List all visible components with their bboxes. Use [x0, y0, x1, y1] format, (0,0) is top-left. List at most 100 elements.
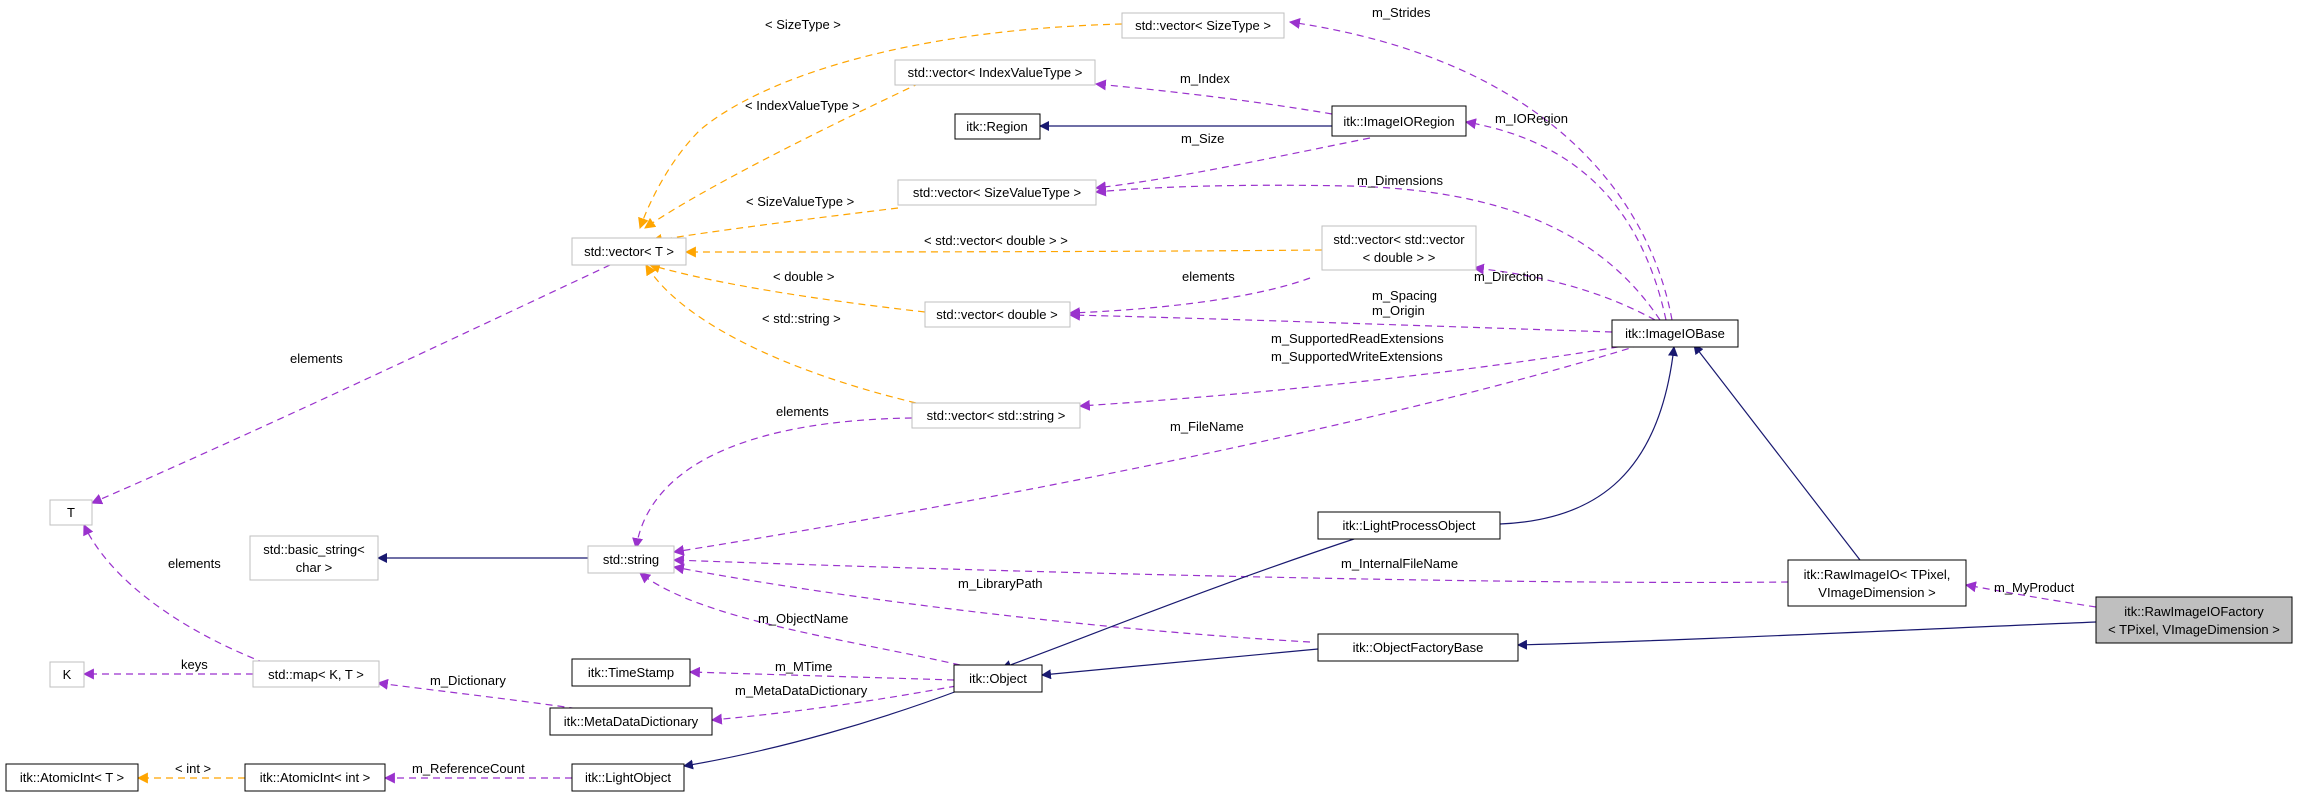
svg-text:std::vector< IndexValueType >: std::vector< IndexValueType > [908, 65, 1083, 80]
svg-text:itk::Region: itk::Region [966, 119, 1027, 134]
node-vector-string[interactable]: std::vector< std::string > [911, 402, 1081, 429]
edge-rawimageio-internal-filename: m_InternalFileName [672, 554, 1789, 584]
edge-label-ioregion: m_IORegion [1495, 111, 1568, 126]
edge-imageiobase-filename: m_FileName [672, 344, 1641, 556]
edge-label-elements-vd: elements [1182, 269, 1235, 284]
edge-label-vector-double-tpl: < std::vector< double > > [924, 233, 1068, 248]
node-vector-sizevaluetype[interactable]: std::vector< SizeValueType > [897, 179, 1097, 206]
edge-object-mtime: m_MTime [688, 659, 955, 681]
edge-vector-vector-double-to-vector-t: < std::vector< double > > [684, 233, 1323, 258]
node-atomicint-t[interactable]: itk::AtomicInt< T > [5, 763, 139, 792]
edge-objectfactorybase-librarypath: m_LibraryPath [672, 563, 1311, 643]
edge-label-index: m_Index [1180, 71, 1230, 86]
svg-text:itk::RawImageIO< TPixel,: itk::RawImageIO< TPixel, [1804, 567, 1951, 582]
edge-label-size: m_Size [1181, 131, 1224, 146]
node-region[interactable]: itk::Region [954, 113, 1041, 140]
node-vector-sizetype[interactable]: std::vector< SizeType > [1121, 12, 1285, 39]
edge-label-write-extensions: m_SupportedWriteExtensions [1271, 349, 1443, 364]
svg-text:char >: char > [296, 560, 333, 575]
edge-label-double-tpl: < double > [773, 269, 834, 284]
edge-label-spacing: m_Spacing [1372, 288, 1437, 303]
svg-text:std::map< K, T >: std::map< K, T > [268, 667, 364, 682]
edge-rawimageiofactory-inherits-objectfactorybase [1517, 621, 2097, 650]
svg-text:itk::LightObject: itk::LightObject [585, 770, 671, 785]
svg-text:std::vector< SizeType >: std::vector< SizeType > [1135, 18, 1271, 33]
node-lightobject[interactable]: itk::LightObject [571, 763, 685, 792]
edge-label-metadatadictionary: m_MetaDataDictionary [735, 683, 868, 698]
edge-imageiobase-direction: m_Direction [1472, 263, 1656, 321]
svg-text:itk::ImageIORegion: itk::ImageIORegion [1343, 114, 1454, 129]
node-metadatadictionary[interactable]: itk::MetaDataDictionary [549, 707, 713, 736]
svg-text:itk::LightProcessObject: itk::LightProcessObject [1343, 518, 1476, 533]
node-vector-t[interactable]: std::vector< T > [571, 237, 687, 266]
edge-vector-string-to-vector-t: < std::string > [645, 264, 917, 404]
edge-label-elements-map: elements [168, 556, 221, 571]
edge-label-librarypath: m_LibraryPath [958, 576, 1043, 591]
node-basic-string[interactable]: std::basic_string< char > [249, 535, 379, 581]
edge-label-dictionary: m_Dictionary [430, 673, 506, 688]
node-atomicint-int[interactable]: itk::AtomicInt< int > [244, 763, 386, 792]
edge-vector-indexvaluetype-to-vector-t: < IndexValueType > [644, 82, 921, 229]
edge-label-indexvaluetype: < IndexValueType > [745, 98, 860, 113]
svg-text:VImageDimension >: VImageDimension > [1818, 585, 1935, 600]
edge-object-objectname: m_ObjectName [639, 572, 961, 666]
node-vector-indexvaluetype[interactable]: std::vector< IndexValueType > [894, 59, 1096, 86]
edge-imageioregion-size: m_Size [1094, 131, 1371, 193]
node-imageiobase[interactable]: itk::ImageIOBase [1611, 319, 1739, 348]
svg-text:K: K [63, 667, 72, 682]
edge-label-sizevaluetype: < SizeValueType > [746, 194, 854, 209]
edge-metadatadictionary-dictionary: m_Dictionary [376, 673, 601, 713]
edge-label-read-extensions: m_SupportedReadExtensions [1271, 331, 1444, 346]
node-object[interactable]: itk::Object [953, 664, 1043, 693]
edge-object-inherits-lightprocessobject [1001, 536, 1361, 670]
node-t[interactable]: T [49, 499, 93, 526]
edge-imageiobase-supported-extensions: m_SupportedReadExtensions m_SupportedWri… [1078, 331, 1631, 411]
edge-vector-double-to-vector-t: < double > [648, 262, 926, 313]
node-vector-double[interactable]: std::vector< double > [924, 301, 1071, 328]
edge-label-myproduct: m_MyProduct [1994, 580, 2075, 595]
edge-imageiobase-spacing-origin: m_Spacing m_Origin [1068, 288, 1613, 333]
svg-text:< double > >: < double > > [1363, 250, 1436, 265]
edge-vector-vector-double-elements: elements [1068, 269, 1311, 319]
svg-text:std::basic_string<: std::basic_string< [263, 542, 365, 557]
node-objectfactorybase[interactable]: itk::ObjectFactoryBase [1317, 633, 1519, 662]
node-string[interactable]: std::string [587, 545, 675, 574]
edge-imageiobase-strides: m_Strides [1288, 5, 1673, 321]
edge-label-sizetype: < SizeType > [765, 17, 841, 32]
node-k[interactable]: K [49, 661, 85, 688]
svg-text:itk::ObjectFactoryBase: itk::ObjectFactoryBase [1353, 640, 1484, 655]
edge-label-int-tpl: < int > [175, 761, 211, 776]
node-rawimageio[interactable]: itk::RawImageIO< TPixel, VImageDimension… [1787, 559, 1967, 607]
svg-text:T: T [67, 505, 75, 520]
node-imageioregion[interactable]: itk::ImageIORegion [1331, 105, 1467, 137]
node-rawimageiofactory[interactable]: itk::RawImageIOFactory < TPixel, VImageD… [2095, 596, 2293, 644]
svg-text:itk::AtomicInt< int >: itk::AtomicInt< int > [260, 770, 371, 785]
svg-text:itk::Object: itk::Object [969, 671, 1027, 686]
node-vector-vector-double[interactable]: std::vector< std::vector < double > > [1321, 225, 1477, 271]
svg-text:std::vector< std::string >: std::vector< std::string > [927, 408, 1066, 423]
node-map-k-t[interactable]: std::map< K, T > [252, 660, 380, 688]
edge-label-string-tpl: < std::string > [762, 311, 841, 326]
svg-text:itk::AtomicInt< T >: itk::AtomicInt< T > [20, 770, 124, 785]
edge-vector-sizetype-to-vector-t: < SizeType > [638, 17, 1123, 230]
edge-lightprocessobject-inherits-imageiobase [1499, 346, 1678, 525]
node-lightprocessobject[interactable]: itk::LightProcessObject [1317, 511, 1501, 540]
edge-rawimageio-inherits-imageiobase [1693, 344, 1861, 561]
edge-imageiobase-ioregion: m_IORegion [1464, 111, 1667, 321]
svg-text:itk::ImageIOBase: itk::ImageIOBase [1625, 326, 1725, 341]
edge-imageiobase-dimensions: m_Dimensions [1094, 173, 1661, 321]
edge-map-keys-to-k: keys [82, 657, 253, 680]
node-timestamp[interactable]: itk::TimeStamp [571, 658, 691, 687]
edge-lightobject-referencecount: m_ReferenceCount [383, 761, 572, 784]
edge-label-referencecount: m_ReferenceCount [412, 761, 525, 776]
svg-text:std::vector< T >: std::vector< T > [584, 244, 674, 259]
edge-label-keys: keys [181, 657, 208, 672]
svg-text:itk::MetaDataDictionary: itk::MetaDataDictionary [564, 714, 699, 729]
edge-label-dimensions: m_Dimensions [1357, 173, 1443, 188]
svg-text:std::vector< std::vector: std::vector< std::vector [1333, 232, 1465, 247]
edge-atomicint-int-to-atomicint-t: < int > [136, 761, 245, 784]
edge-object-metadatadictionary: m_MetaDataDictionary [710, 683, 957, 725]
svg-text:std::vector< double >: std::vector< double > [936, 307, 1057, 322]
svg-text:itk::RawImageIOFactory: itk::RawImageIOFactory [2124, 604, 2264, 619]
